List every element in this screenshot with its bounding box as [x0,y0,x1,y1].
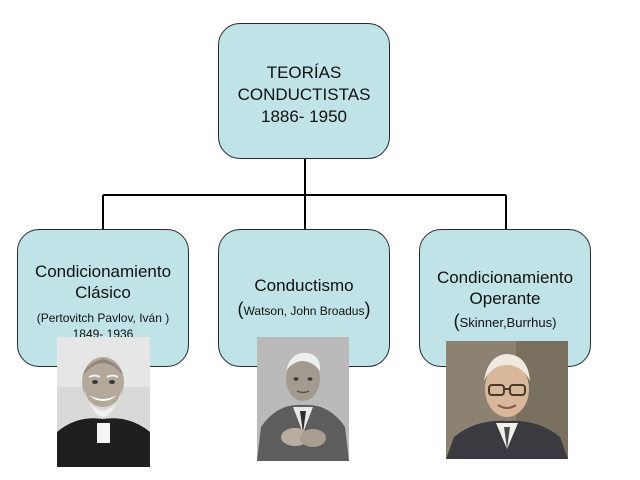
root-node: TEORÍAS CONDUCTISTAS 1886- 1950 [218,23,390,159]
node-title-line1: Conductismo [254,276,354,295]
node-title-line2: Clásico [75,283,131,302]
root-title-line1: TEORÍAS [266,63,342,82]
portrait-pavlov-photo [57,337,150,467]
node-title-line1: Condicionamiento [34,262,172,281]
node-condicionamiento-clasico: Condicionamiento Clásico (Pertovitch Pav… [17,229,189,367]
node-author: (Skinner,Burrhus) [453,311,557,331]
node-author: (Pertovitch Pavlov, Iván ) [36,311,170,325]
node-conductismo: Conductismo (Watson, John Broadus) [218,229,390,367]
portrait-skinner-photo [446,341,568,459]
node-author: (Watson, John Broadus) [237,299,371,319]
portrait-watson-photo [257,337,349,461]
node-title-line2: Operante [469,289,541,308]
root-title-line2: CONDUCTISTAS [237,85,371,104]
root-years: 1886- 1950 [260,107,348,126]
node-title-line1: Condicionamiento [436,268,574,287]
